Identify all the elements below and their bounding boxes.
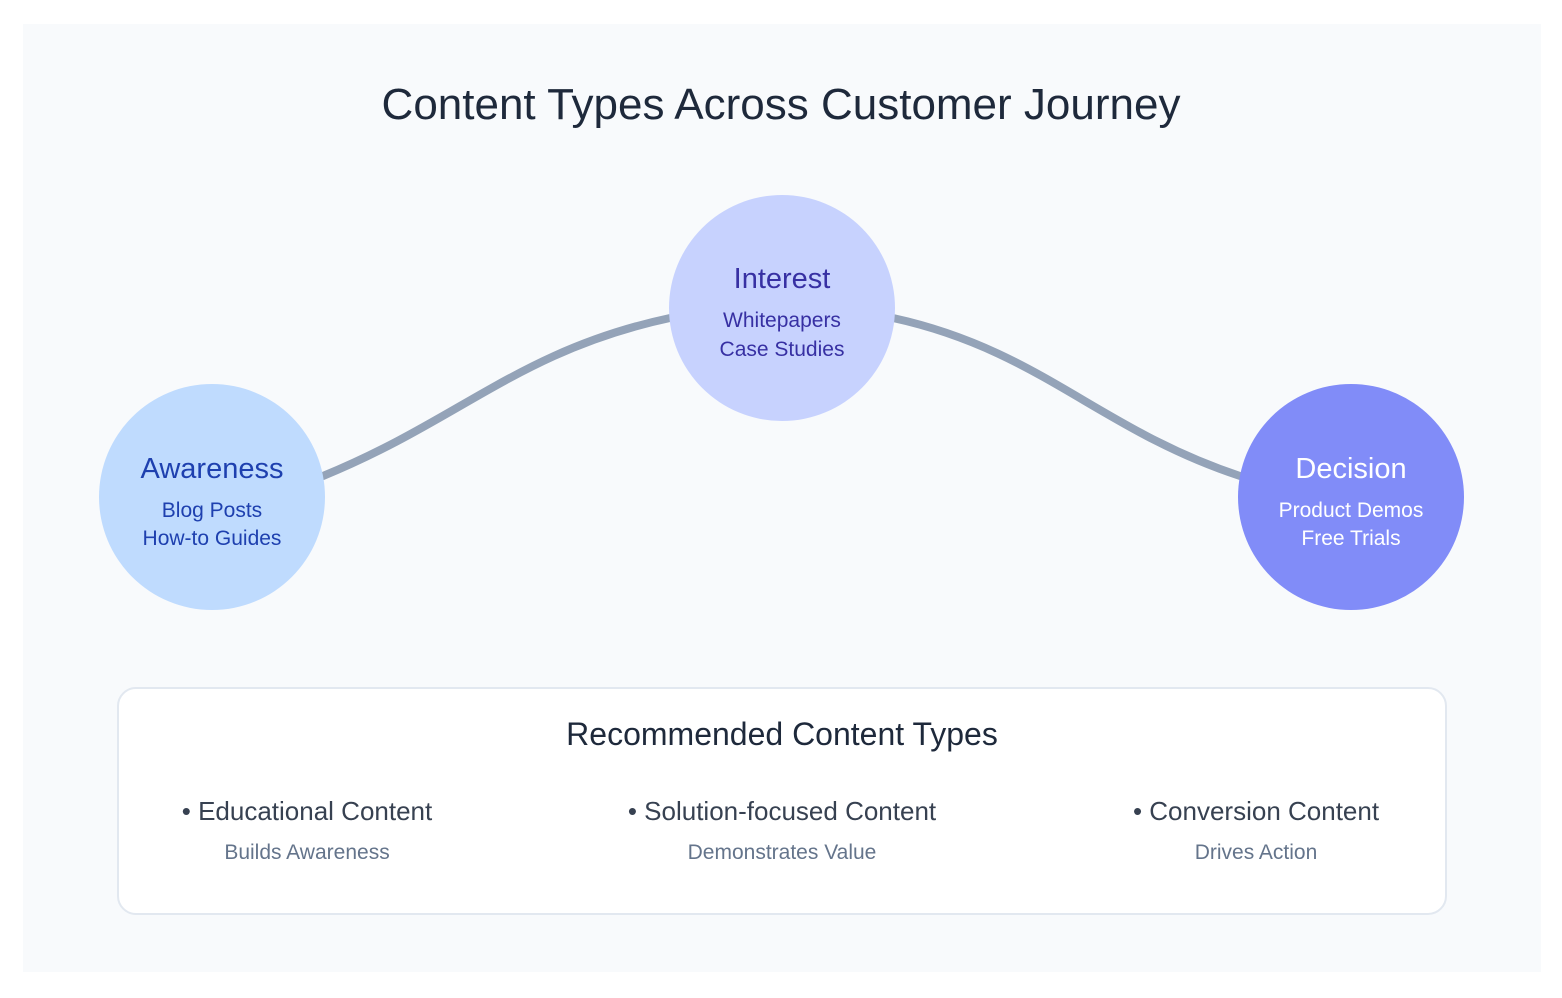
stage-decision-item-2: Free Trials: [1301, 527, 1400, 550]
legend-entry-solution-sub: Demonstrates Value: [688, 841, 877, 864]
stage-interest-item-2: Case Studies: [720, 338, 845, 361]
stage-awareness-title: Awareness: [141, 453, 284, 485]
stage-decision-title: Decision: [1295, 453, 1406, 485]
stage-interest-title: Interest: [734, 263, 831, 295]
legend-entry-educational-sub: Builds Awareness: [224, 841, 389, 864]
stage-decision: Decision Product Demos Free Trials: [1238, 384, 1464, 610]
legend-entry-conversion-sub: Drives Action: [1195, 841, 1318, 864]
stage-decision-circle: [1238, 384, 1464, 610]
diagram-title: Content Types Across Customer Journey: [382, 80, 1181, 129]
stage-interest-item-1: Whitepapers: [723, 309, 841, 332]
stage-interest-circle: [669, 195, 895, 421]
legend-entry-conversion: • Conversion Content: [1133, 796, 1380, 826]
legend-box: [117, 687, 1447, 915]
legend-entry-educational: • Educational Content: [182, 796, 433, 826]
legend-title: Recommended Content Types: [566, 716, 998, 752]
stage-awareness-item-2: How-to Guides: [143, 527, 282, 550]
stage-awareness: Awareness Blog Posts How-to Guides: [99, 384, 325, 610]
connector-interest-decision: [889, 314, 1244, 480]
stage-awareness-item-1: Blog Posts: [162, 499, 262, 522]
content-types-legend: Recommended Content Types • Educational …: [117, 687, 1447, 915]
stage-decision-item-1: Product Demos: [1279, 499, 1424, 522]
stage-awareness-circle: [99, 384, 325, 610]
stage-interest: Interest Whitepapers Case Studies: [669, 195, 895, 421]
connector-awareness-interest: [319, 314, 674, 480]
legend-entry-solution: • Solution-focused Content: [628, 796, 937, 826]
